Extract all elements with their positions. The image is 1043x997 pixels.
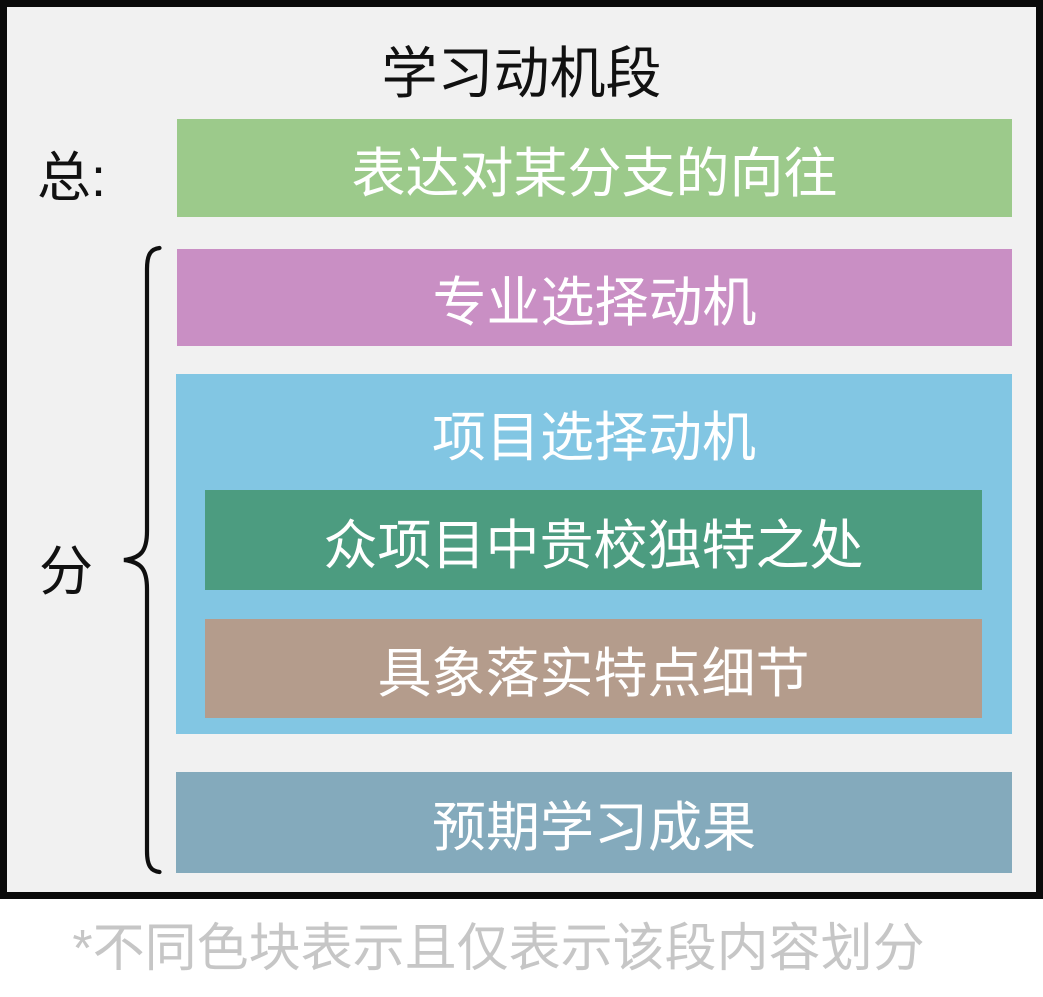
diagram-title: 学习动机段	[381, 42, 662, 105]
bar-project-group: 项目选择动机 众项目中贵校独特之处 具象落实特点细节	[176, 374, 1012, 734]
curly-brace	[123, 245, 162, 875]
bar-overall-aspiration: 表达对某分支的向往	[177, 119, 1012, 217]
label-detail: 分	[39, 542, 93, 602]
bar-school-uniqueness: 众项目中贵校独特之处	[205, 490, 982, 590]
label-general: 总:	[37, 148, 107, 208]
bar-major-motivation: 专业选择动机	[177, 249, 1012, 346]
bar-project-motivation-title: 项目选择动机	[432, 407, 756, 468]
bar-expected-outcomes: 预期学习成果	[176, 772, 1012, 873]
motivation-diagram-frame: 学习动机段 总: 表达对某分支的向往 分 专业选择动机 项目选择动机 众项目中贵…	[0, 0, 1043, 899]
footnote: *不同色块表示且仅表示该段内容划分	[72, 920, 925, 978]
bar-concrete-details: 具象落实特点细节	[205, 619, 982, 718]
